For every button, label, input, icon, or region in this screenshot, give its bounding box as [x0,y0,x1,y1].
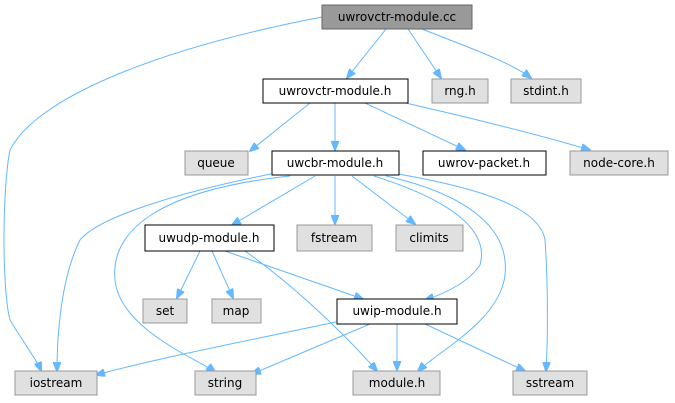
edge-uwip-to-iostream [96,321,337,375]
edge-uwudp-to-map [211,250,233,298]
node-node-core-h: node-core.h [569,150,669,176]
edge-uwcbr-to-iostream [57,173,272,371]
edge-uwrovctr-h-to-uwrov-packet [364,102,465,150]
node-set: set [142,298,188,324]
node-label: module.h [369,376,425,390]
node-map: map [211,298,262,324]
node-label: rng.h [444,84,475,98]
edge-uwcbr-to-module [385,175,506,371]
node-fstream: fstream [296,224,373,252]
node-label: stdint.h [523,84,569,98]
node-rng-h: rng.h [431,78,489,104]
edge-uwudp-to-module [244,250,377,371]
edge-uwudp-to-set [177,250,201,298]
node-label: uwudp-module.h [159,231,260,245]
node-iostream: iostream [14,370,98,396]
nodes: uwrovctr-module.cc uwrovctr-module.h rng… [14,4,669,396]
node-label: string [208,376,242,390]
node-uwudp-module-h[interactable]: uwudp-module.h [144,224,275,252]
node-label: climits [409,231,448,245]
edge-uwcbr-to-uwip [373,175,482,300]
edge-root-to-stdint [421,28,531,78]
node-module-h: module.h [352,370,441,396]
node-uwcbr-module-h[interactable]: uwcbr-module.h [271,150,400,176]
node-climits: climits [395,224,464,252]
edge-uwcbr-to-string [114,175,291,372]
node-uwrovctr-module-cc[interactable]: uwrovctr-module.cc [321,4,473,30]
node-string: string [194,370,257,396]
edges [3,16,590,375]
edge-uwrovctr-h-to-node-core [396,100,590,150]
node-label: sstream [526,376,574,390]
node-label: uwrovctr-module.cc [338,10,456,24]
edge-uwcbr-to-climits [351,175,415,224]
edge-uwrovctr-h-to-queue [250,102,311,151]
node-label: node-core.h [583,156,655,170]
node-uwrov-packet-h[interactable]: uwrov-packet.h [422,150,547,176]
edge-uwip-to-string [252,323,371,374]
edge-uwudp-to-uwip [224,250,363,299]
edge-root-to-iostream [3,16,323,371]
node-label: iostream [30,376,83,390]
node-label: uwcbr-module.h [287,156,384,170]
node-sstream: sstream [512,370,588,396]
edge-root-to-uwrovctr-h [347,28,387,78]
node-label: map [223,304,250,318]
node-queue: queue [184,150,249,176]
node-label: uwrovctr-module.h [279,84,392,98]
node-stdint-h: stdint.h [510,78,582,104]
node-label: set [156,304,175,318]
edge-root-to-rng [407,28,441,78]
node-label: uwip-module.h [352,304,441,318]
node-uwip-module-h[interactable]: uwip-module.h [336,298,458,325]
edge-uwip-to-sstream [424,323,525,371]
edge-uwcbr-to-uwudp [232,175,316,225]
node-label: fstream [311,231,357,245]
node-uwrovctr-module-h[interactable]: uwrovctr-module.h [262,78,409,104]
node-label: queue [197,156,235,170]
edge-uwcbr-to-sstream [397,173,547,371]
node-label: uwrov-packet.h [438,156,530,170]
